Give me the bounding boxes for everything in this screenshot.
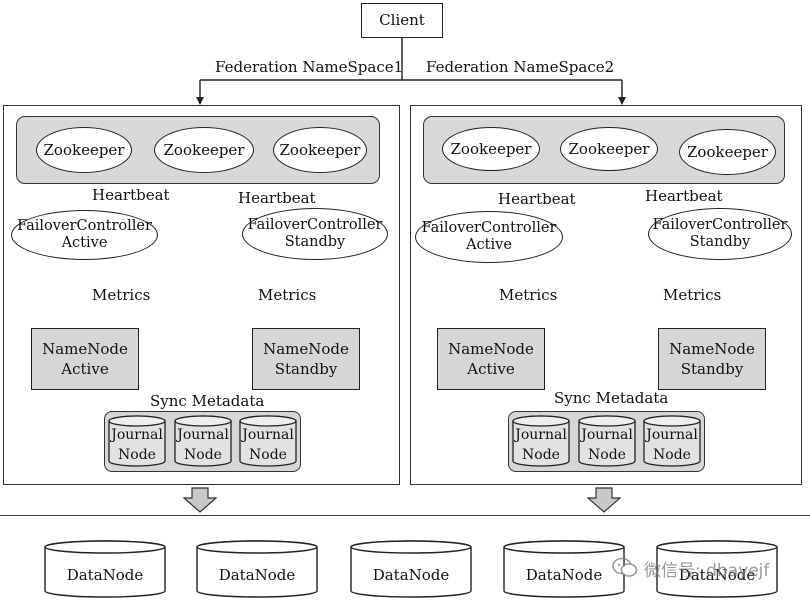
client-split-lines: [196, 38, 626, 105]
ns2-metrics-standby-label: Metrics: [663, 286, 722, 304]
ns1-zookeeper-2: Zookeeper: [154, 127, 254, 173]
ns1-sync-metadata-label: Sync Metadata: [150, 392, 265, 410]
ns2-zookeeper-3: Zookeeper: [679, 129, 776, 175]
wechat-icon: [612, 557, 638, 577]
ns1-heartbeat-standby-label: Heartbeat: [238, 189, 316, 207]
watermark: 微信号: dbayejf: [612, 552, 769, 584]
ns2-sync-metadata-label: Sync Metadata: [554, 389, 669, 407]
ns2-metrics-active-label: Metrics: [499, 286, 558, 304]
ns1-metrics-standby-label: Metrics: [258, 286, 317, 304]
ns1-heartbeat-active-label: Heartbeat: [92, 186, 170, 204]
watermark-text: 微信号: dbayejf: [644, 560, 770, 581]
down-arrow-right: [586, 487, 622, 513]
datanode-5: DataNode: [656, 540, 778, 598]
client-label: Client: [379, 11, 425, 29]
client-box: Client: [361, 3, 443, 38]
ns1-zookeeper-3: Zookeeper: [273, 127, 367, 173]
ns2-heartbeat-active-label: Heartbeat: [498, 190, 576, 208]
datanode-4: DataNode: [503, 540, 625, 598]
datanode-2: DataNode: [196, 540, 318, 598]
ns1-metrics-active-label: Metrics: [92, 286, 151, 304]
ns2-zookeeper-1: Zookeeper: [442, 127, 540, 171]
ns2-heartbeat-standby-label: Heartbeat: [645, 187, 723, 205]
down-arrow-left: [182, 487, 218, 513]
datanode-1: DataNode: [44, 540, 166, 598]
ns2-federation-label: Federation NameSpace2: [426, 58, 615, 76]
datanode-area: [0, 515, 810, 606]
datanode-3: DataNode: [350, 540, 472, 598]
ns1-zookeeper-1: Zookeeper: [36, 127, 132, 173]
ns2-zookeeper-2: Zookeeper: [560, 127, 658, 171]
ns1-federation-label: Federation NameSpace1: [215, 58, 404, 76]
